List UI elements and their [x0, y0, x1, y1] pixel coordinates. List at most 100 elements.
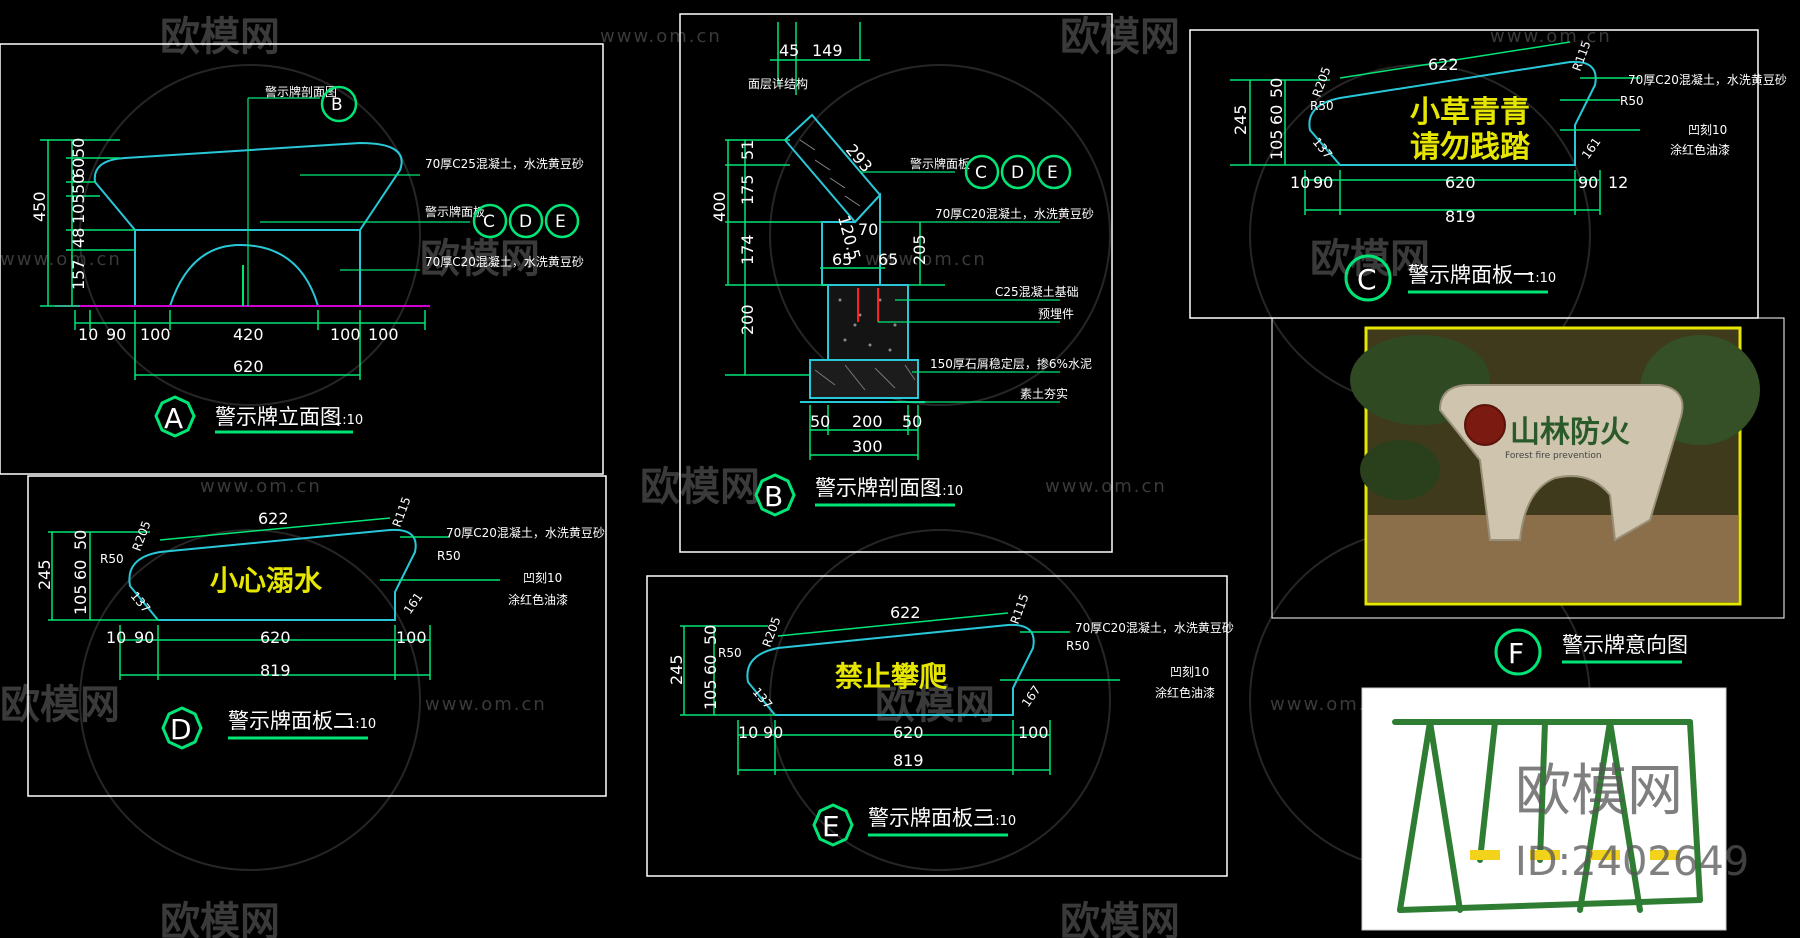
- dim-label: 620: [1445, 173, 1476, 192]
- dim-label: 90: [763, 723, 783, 742]
- dim-label: 50: [810, 412, 830, 431]
- detail-bubble: [1036, 154, 1072, 190]
- panel-d-face-2: 小心溺水 622 R205 R115 R50 R50 245 50 60 105…: [27, 475, 607, 797]
- dim-label: 622: [890, 603, 921, 622]
- dim-label: 620: [260, 628, 291, 647]
- panel-b-section: 45 149 面层详结构 293 120.5 70 400 51 175 174…: [679, 13, 1113, 553]
- dim-label: 100: [396, 628, 427, 647]
- view-title: 警示牌立面图: [215, 405, 341, 429]
- dim-label: 105: [69, 193, 88, 224]
- radius-label: R50: [1066, 639, 1090, 653]
- dim-label: 10: [738, 723, 758, 742]
- dim-label: 50: [1267, 78, 1286, 98]
- dim-label: 50: [71, 530, 90, 550]
- detail-bubble-letter: C: [483, 212, 495, 232]
- dim-label: 205: [910, 234, 929, 265]
- sign-legs: [134, 230, 361, 306]
- dim-label: 622: [258, 509, 289, 528]
- sign-outline: [746, 623, 1035, 716]
- watermark-url: www.om.cn: [0, 249, 122, 270]
- radius-label: R50: [100, 552, 124, 566]
- dim-label: 100: [1018, 723, 1049, 742]
- detail-bubble-letter: E: [1047, 163, 1058, 183]
- watermark-url: www.om.cn: [425, 694, 547, 715]
- total-width-dim: 300: [852, 437, 883, 456]
- dim-label: 51: [738, 140, 757, 160]
- watermark-url: www.om.cn: [200, 476, 322, 497]
- sign-outline: [1308, 60, 1597, 166]
- dim-label: 90: [1313, 173, 1333, 192]
- fire-icon: [1464, 404, 1506, 446]
- callout-note: 70厚C20混凝土，水洗黄豆砂: [446, 525, 605, 540]
- view-scale: 1:10: [347, 717, 376, 732]
- callout-note: 涂红色油漆: [1670, 142, 1730, 157]
- total-width-dim: 620: [233, 357, 264, 376]
- view-letter-badge: [754, 473, 796, 517]
- dim-label: 65: [878, 250, 898, 269]
- total-width-dim: 819: [893, 751, 924, 770]
- watermark-brand: 欧模网: [420, 236, 540, 282]
- view-title: 警示牌面板一: [1408, 263, 1534, 287]
- detail-bubble-letter: C: [975, 163, 987, 183]
- dim-label: 65: [832, 250, 852, 269]
- dim-label: 10: [78, 325, 98, 344]
- callout-note: 素土夯实: [1020, 386, 1068, 401]
- callout-note: 警示牌剖面图: [265, 84, 337, 99]
- dim-label: 137: [1310, 135, 1335, 162]
- dim-label: 100: [330, 325, 361, 344]
- view-letter: E: [822, 810, 840, 843]
- callout-note: 70厚C20混凝土，水洗黄豆砂: [935, 206, 1094, 221]
- dim-label: 105: [1267, 129, 1286, 160]
- dim-label: 50: [69, 138, 88, 158]
- view-letter: D: [170, 713, 192, 746]
- callout-note: 70厚C20混凝土，水洗黄豆砂: [1628, 72, 1787, 87]
- watermark-id: ID:2402649: [1515, 839, 1749, 885]
- view-title: 警示牌面板三: [868, 806, 994, 830]
- sign-text-line-1: 小草青青: [1410, 95, 1530, 130]
- sign-arch: [169, 243, 319, 307]
- total-height-dim: 450: [30, 191, 49, 222]
- dim-label: 12: [1608, 173, 1628, 192]
- dim-label: 60: [1267, 105, 1286, 125]
- radius-label: R50: [718, 646, 742, 660]
- total-height-dim: 245: [667, 654, 686, 685]
- detail-bubble: [1000, 154, 1036, 190]
- callout-note: 70厚C25混凝土，水洗黄豆砂: [425, 156, 584, 171]
- equipment-thumbnail: 欧模网 ID:2402649: [1361, 687, 1749, 931]
- total-height-dim: 400: [710, 191, 729, 222]
- sign-text: 禁止攀爬: [835, 660, 948, 693]
- panel-a-elevation: 450 50 60 50 105 48 157 10 90 100 420 10…: [0, 43, 604, 475]
- dim-label: 622: [1428, 55, 1459, 74]
- watermark-brand: 欧模网: [1060, 899, 1180, 938]
- view-letter-badge: [161, 706, 203, 750]
- dim-label: 167: [1019, 683, 1044, 710]
- callout-note: 凹刻10: [1688, 123, 1727, 137]
- sign-outline: [128, 528, 417, 621]
- watermark-url: www.om.cn: [600, 26, 722, 47]
- dim-label: 420: [233, 325, 264, 344]
- panel-e-frame: [646, 575, 1228, 877]
- dim-label: 200: [738, 304, 757, 335]
- view-letter: A: [164, 402, 183, 435]
- watermark-url: www.om.cn: [1270, 694, 1392, 715]
- dim-label: 200: [852, 412, 883, 431]
- radius-label: R205: [1310, 65, 1334, 99]
- view-letter-badge: [1494, 628, 1542, 676]
- watermark-brand: 欧模网: [160, 899, 280, 938]
- dim-label: 175: [738, 174, 757, 205]
- callout-note: 面层详结构: [748, 76, 808, 91]
- radius-label: R50: [437, 549, 461, 563]
- detail-bubble: [472, 203, 508, 239]
- view-scale: 1:10: [1527, 271, 1556, 286]
- detail-bubble-letter: E: [555, 212, 566, 232]
- dim-label: 161: [1579, 135, 1604, 162]
- view-scale: 1:10: [987, 814, 1016, 829]
- dim-label: 620: [893, 723, 924, 742]
- dim-label: 90: [1578, 173, 1598, 192]
- watermark-brand: 欧模网: [640, 464, 760, 510]
- sign-text: 小心溺水: [210, 564, 323, 597]
- dim-label: 90: [134, 628, 154, 647]
- watermark-brand: 欧模网: [1515, 759, 1683, 824]
- callout-note: 涂红色油漆: [508, 592, 568, 607]
- dim-label: 45: [779, 41, 799, 60]
